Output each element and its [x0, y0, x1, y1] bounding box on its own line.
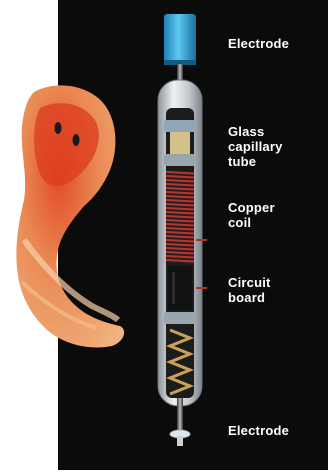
label-copper-coil: Copper coil: [228, 200, 275, 230]
label-electrode-bottom: Electrode: [228, 423, 289, 438]
label-glass-capillary-tube: Glass capillary tube: [228, 124, 283, 169]
capillary-tube: [164, 120, 196, 132]
top-electrode-cap: [164, 14, 196, 64]
label-electrode-top: Electrode: [228, 36, 289, 51]
circuit-board: [168, 266, 192, 310]
label-circuit-board: Circuit board: [228, 275, 271, 305]
